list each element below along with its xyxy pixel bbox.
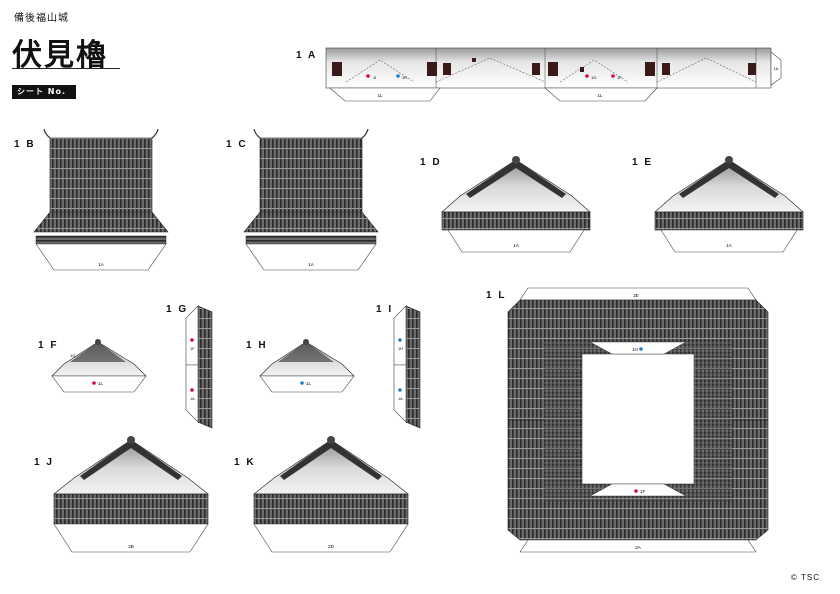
window-icon [332,62,342,76]
tab-mark: 2B [128,544,134,549]
tab-mark: 1A [98,262,104,267]
tab-mark: 1H [632,347,638,352]
part-1f-small-gable [51,339,147,393]
title-underline [12,68,120,69]
part-1e-gable [654,156,804,253]
tab-mark: 1I [373,75,376,80]
part-1b-roof-panel [33,128,169,271]
part-1c-roof-panel [243,128,379,271]
tab-mark: 1F [617,75,622,80]
tab-mark: 1L [377,93,383,98]
castle-name: 備後福山城 [14,13,69,24]
part-1d-gable [441,156,591,253]
tab-mark: 1F [640,489,646,494]
part-label-1l: 1 L [486,290,507,301]
tab-mark: 2D [328,544,335,549]
tab-mark: 1H [402,75,407,80]
tab-mark: 2A [635,545,641,550]
tab-mark: 1H [398,347,403,351]
part-label-1d: 1 D [420,157,442,168]
part-label-1e: 1 E [632,157,654,168]
part-1h-small-gable [259,339,355,393]
tab-mark: 1A [774,66,779,71]
tab-mark: 1G [70,353,75,358]
part-label-1j: 1 J [34,457,54,468]
part-label-1h: 1 H [246,340,268,351]
part-1g-strip [185,305,213,429]
part-1l-roof-frame [507,287,769,553]
part-1k-large-gable [253,436,409,553]
tab-mark: 1A [513,243,519,248]
sheet-number-badge: シート No. 1 [12,85,76,110]
tab-mark: 1L [597,93,603,98]
tab-mark: 1A [190,397,195,401]
part-1a-wall-strip [325,47,782,102]
part-label-1a: 1 A [296,50,318,61]
tab-mark: 1G [591,75,596,80]
tab-mark: 1A [308,262,314,267]
part-label-1f: 1 F [38,340,59,351]
tab-mark: 1F [190,347,195,351]
part-label-1c: 1 C [226,139,248,150]
part-label-1k: 1 K [234,457,256,468]
part-1j-large-gable [53,436,209,553]
copyright-notice: © TSC [791,573,820,582]
part-1i-strip [393,305,421,429]
tab-mark: 1A [726,243,732,248]
part-label-1i: 1 I [376,304,394,315]
tab-mark: 1L [98,381,104,386]
tab-mark: 1A [398,397,403,401]
tab-mark: 2E [633,293,639,298]
part-label-1g: 1 G [166,304,189,315]
page-title: 伏見櫓 [12,38,108,73]
part-label-1b: 1 B [14,139,36,150]
tab-mark: 1L [306,381,312,386]
